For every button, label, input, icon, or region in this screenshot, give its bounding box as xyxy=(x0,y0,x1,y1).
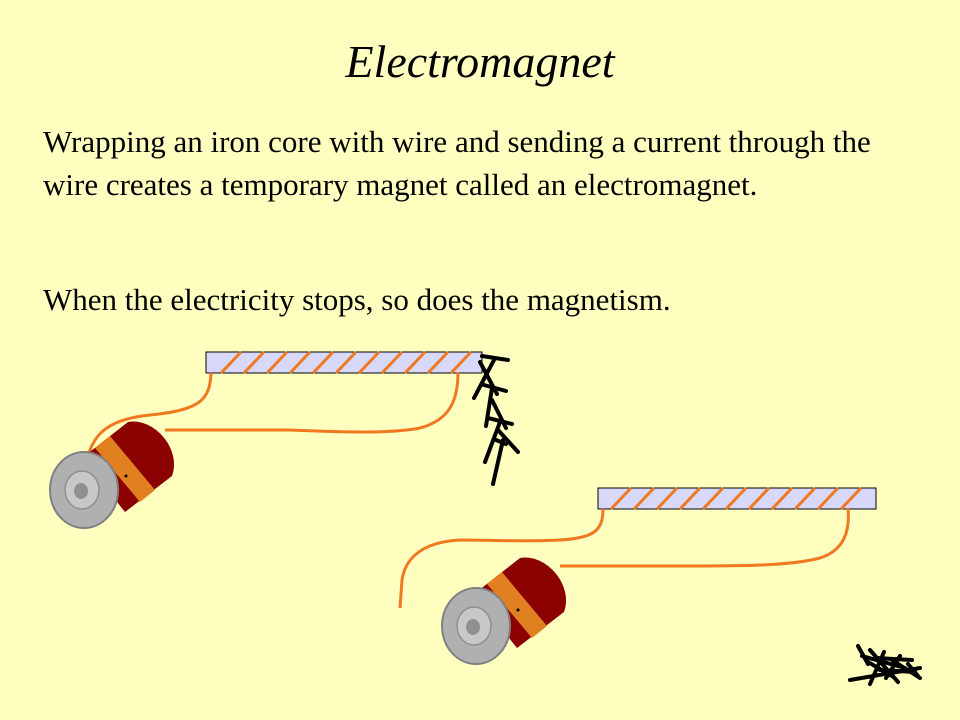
slide-title: Electromagnet xyxy=(345,36,615,87)
coil-windings xyxy=(610,487,862,510)
paperclips-attached xyxy=(472,354,520,486)
wire xyxy=(560,507,850,568)
wire xyxy=(398,508,605,609)
coil-windings xyxy=(220,351,472,374)
electromagnet-on xyxy=(49,351,520,529)
magnetism-stops-paragraph: When the electricity stops, so does the … xyxy=(43,282,671,317)
paperclips-pile xyxy=(848,644,922,686)
wire xyxy=(165,371,460,434)
battery xyxy=(49,421,175,529)
battery xyxy=(441,557,567,665)
electromagnet-off xyxy=(398,487,922,686)
intro-paragraph: Wrapping an iron core with wire and send… xyxy=(43,124,871,202)
